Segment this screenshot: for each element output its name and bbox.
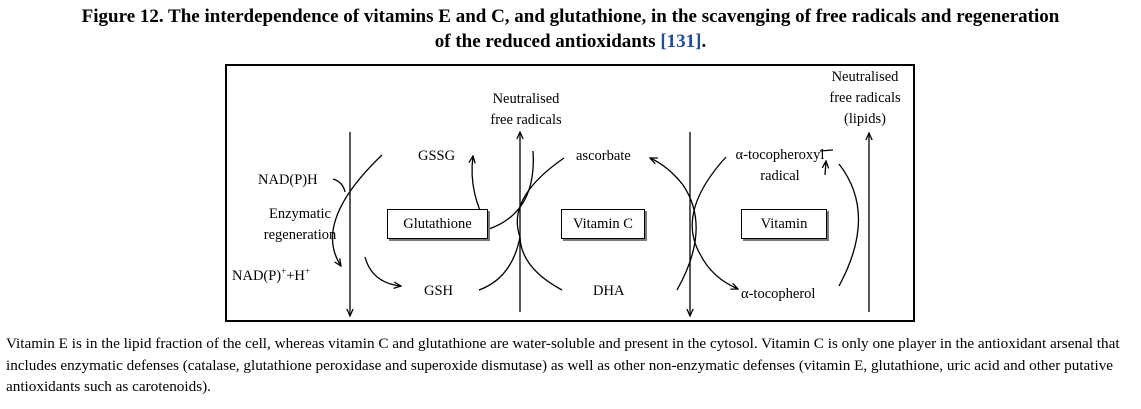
vitamin-c-box: Vitamin C <box>561 209 645 239</box>
reference-link[interactable]: [131] <box>660 31 702 52</box>
nadph-curve <box>332 154 383 266</box>
enzymatic-line-1: Enzymatic <box>268 206 331 222</box>
neutralised-free-radicals-label: Neutralised free radicals <box>486 89 566 131</box>
nadp-sup: + <box>281 266 287 276</box>
h-text: +H <box>286 267 305 284</box>
glutathione-box: Glutathione <box>387 209 488 239</box>
to-ascorbate-arrow <box>650 158 697 291</box>
figure-title-line-2: of the reduced antioxidants [131]. <box>0 29 1141 54</box>
nadp-text: NAD(P) <box>232 267 282 284</box>
nadp-plus-label: NAD(P)++H+ <box>232 261 310 287</box>
gssg-curve-right <box>488 150 534 230</box>
enzymatic-regeneration-label: Enzymatic regeneration <box>258 204 342 246</box>
neutralised-line-2: free radicals <box>490 112 562 128</box>
diagram-frame <box>225 64 915 322</box>
enzymatic-line-2: regeneration <box>263 227 337 243</box>
lipids-line-1: Neutralised <box>831 69 899 85</box>
lipid-curve <box>838 163 860 287</box>
tocopheroxyl-underline <box>819 149 834 152</box>
ascorbate-label: ascorbate <box>576 148 631 164</box>
to-gsh-arrow <box>364 256 401 286</box>
centre-curve-bottom <box>519 236 563 291</box>
gsh-label: GSH <box>424 283 454 299</box>
figure-title-line-1: Figure 12. The interdependence of vitami… <box>81 6 1060 27</box>
figure-caption: Vitamin E is in the lipid fraction of th… <box>6 335 1120 395</box>
vitamin-e-box: Vitamin <box>741 209 827 239</box>
tocopheroxyl-label: α-tocopheroxyl radical <box>728 145 832 187</box>
tocopheroxyl-line-1: α-tocopheroxyl <box>735 147 825 163</box>
neutralised-lipids-label: Neutralised free radicals (lipids) <box>823 67 907 130</box>
tocopheroxyl-line-2: radical <box>760 168 800 184</box>
tocopheroxyl-tick <box>825 161 826 176</box>
figure-title-period: . <box>701 31 707 52</box>
tocopherol-label: α-tocopherol <box>741 286 816 302</box>
figure-title: Figure 12. The interdependence of vitami… <box>0 4 1141 54</box>
figure-title-line-2-text: of the reduced antioxidants <box>434 31 661 52</box>
nadph-tick <box>332 178 346 193</box>
centre-curve-top <box>516 157 565 238</box>
h-sup: + <box>304 266 310 276</box>
neutralised-line-1: Neutralised <box>492 91 560 107</box>
gsh-curve <box>478 236 521 291</box>
lipids-line-3: (lipids) <box>844 111 886 127</box>
nadph-label: NAD(P)H <box>258 172 318 188</box>
gssg-label: GSSG <box>418 148 456 164</box>
to-tocopherol-arrow <box>691 156 738 289</box>
dha-label: DHA <box>593 283 625 299</box>
lipids-line-2: free radicals <box>829 90 901 106</box>
